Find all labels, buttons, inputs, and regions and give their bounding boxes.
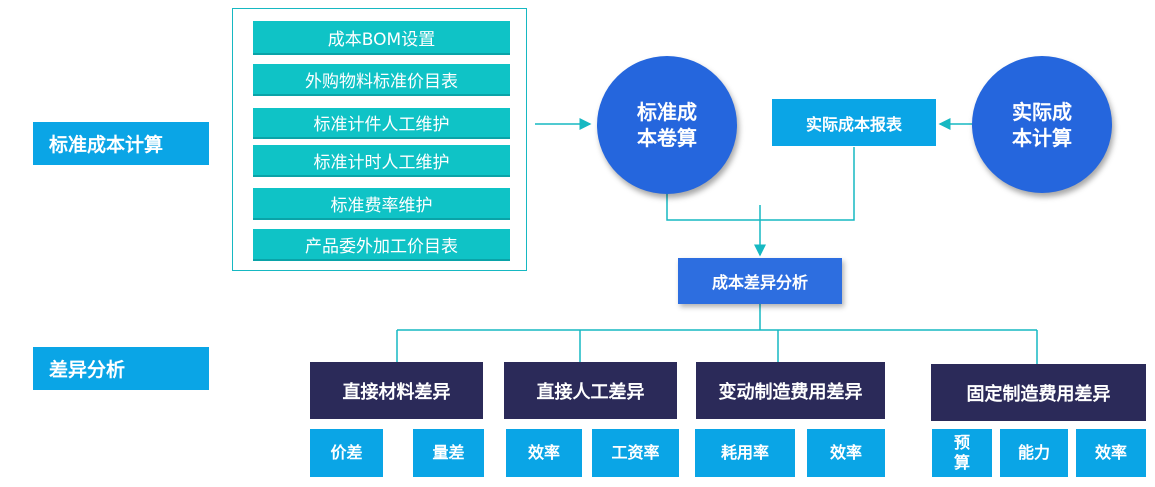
sub-price-variance[interactable]: 价差 [310,429,383,477]
direct-labor-variance[interactable]: 直接人工差异 [504,362,677,419]
sub-labor-efficiency[interactable]: 效率 [506,429,582,477]
section-label-standard-cost: 标准成本计算 [33,122,209,165]
input-item-piece-labor[interactable]: 标准计件人工维护 [253,108,510,139]
variable-overhead-variance[interactable]: 变动制造费用差异 [696,362,885,419]
sub-variable-efficiency[interactable]: 效率 [807,429,885,477]
standard-rollup-label: 标准成 本卷算 [637,100,697,150]
actual-report-box[interactable]: 实际成本报表 [772,99,936,146]
actual-calc-label: 实际成 本计算 [1012,99,1072,150]
sub-wage-rate[interactable]: 工资率 [592,429,679,477]
sub-spending-rate[interactable]: 耗用率 [695,429,795,477]
input-item-bom[interactable]: 成本BOM设置 [253,21,510,55]
input-item-rate[interactable]: 标准费率维护 [253,188,510,220]
input-item-outsourcing-price[interactable]: 产品委外加工价目表 [253,229,510,261]
section-label-variance-analysis: 差异分析 [33,347,209,390]
line-report-down [760,147,855,221]
sub-budget[interactable]: 预 算 [932,429,992,477]
input-item-purchase-price[interactable]: 外购物料标准价目表 [253,64,510,96]
standard-rollup-node[interactable]: 标准成 本卷算 [597,56,737,194]
sub-fixed-efficiency[interactable]: 效率 [1076,429,1146,477]
actual-calc-node[interactable]: 实际成 本计算 [972,56,1112,193]
direct-material-variance[interactable]: 直接材料差异 [310,362,483,419]
sub-capacity[interactable]: 能力 [1000,429,1068,477]
sub-quantity-variance[interactable]: 量差 [413,429,484,477]
line-rollup-down [666,192,760,221]
fixed-overhead-variance[interactable]: 固定制造费用差异 [931,364,1146,421]
cost-variance-analysis-box[interactable]: 成本差异分析 [678,258,842,304]
input-item-time-labor[interactable]: 标准计时人工维护 [253,145,510,177]
